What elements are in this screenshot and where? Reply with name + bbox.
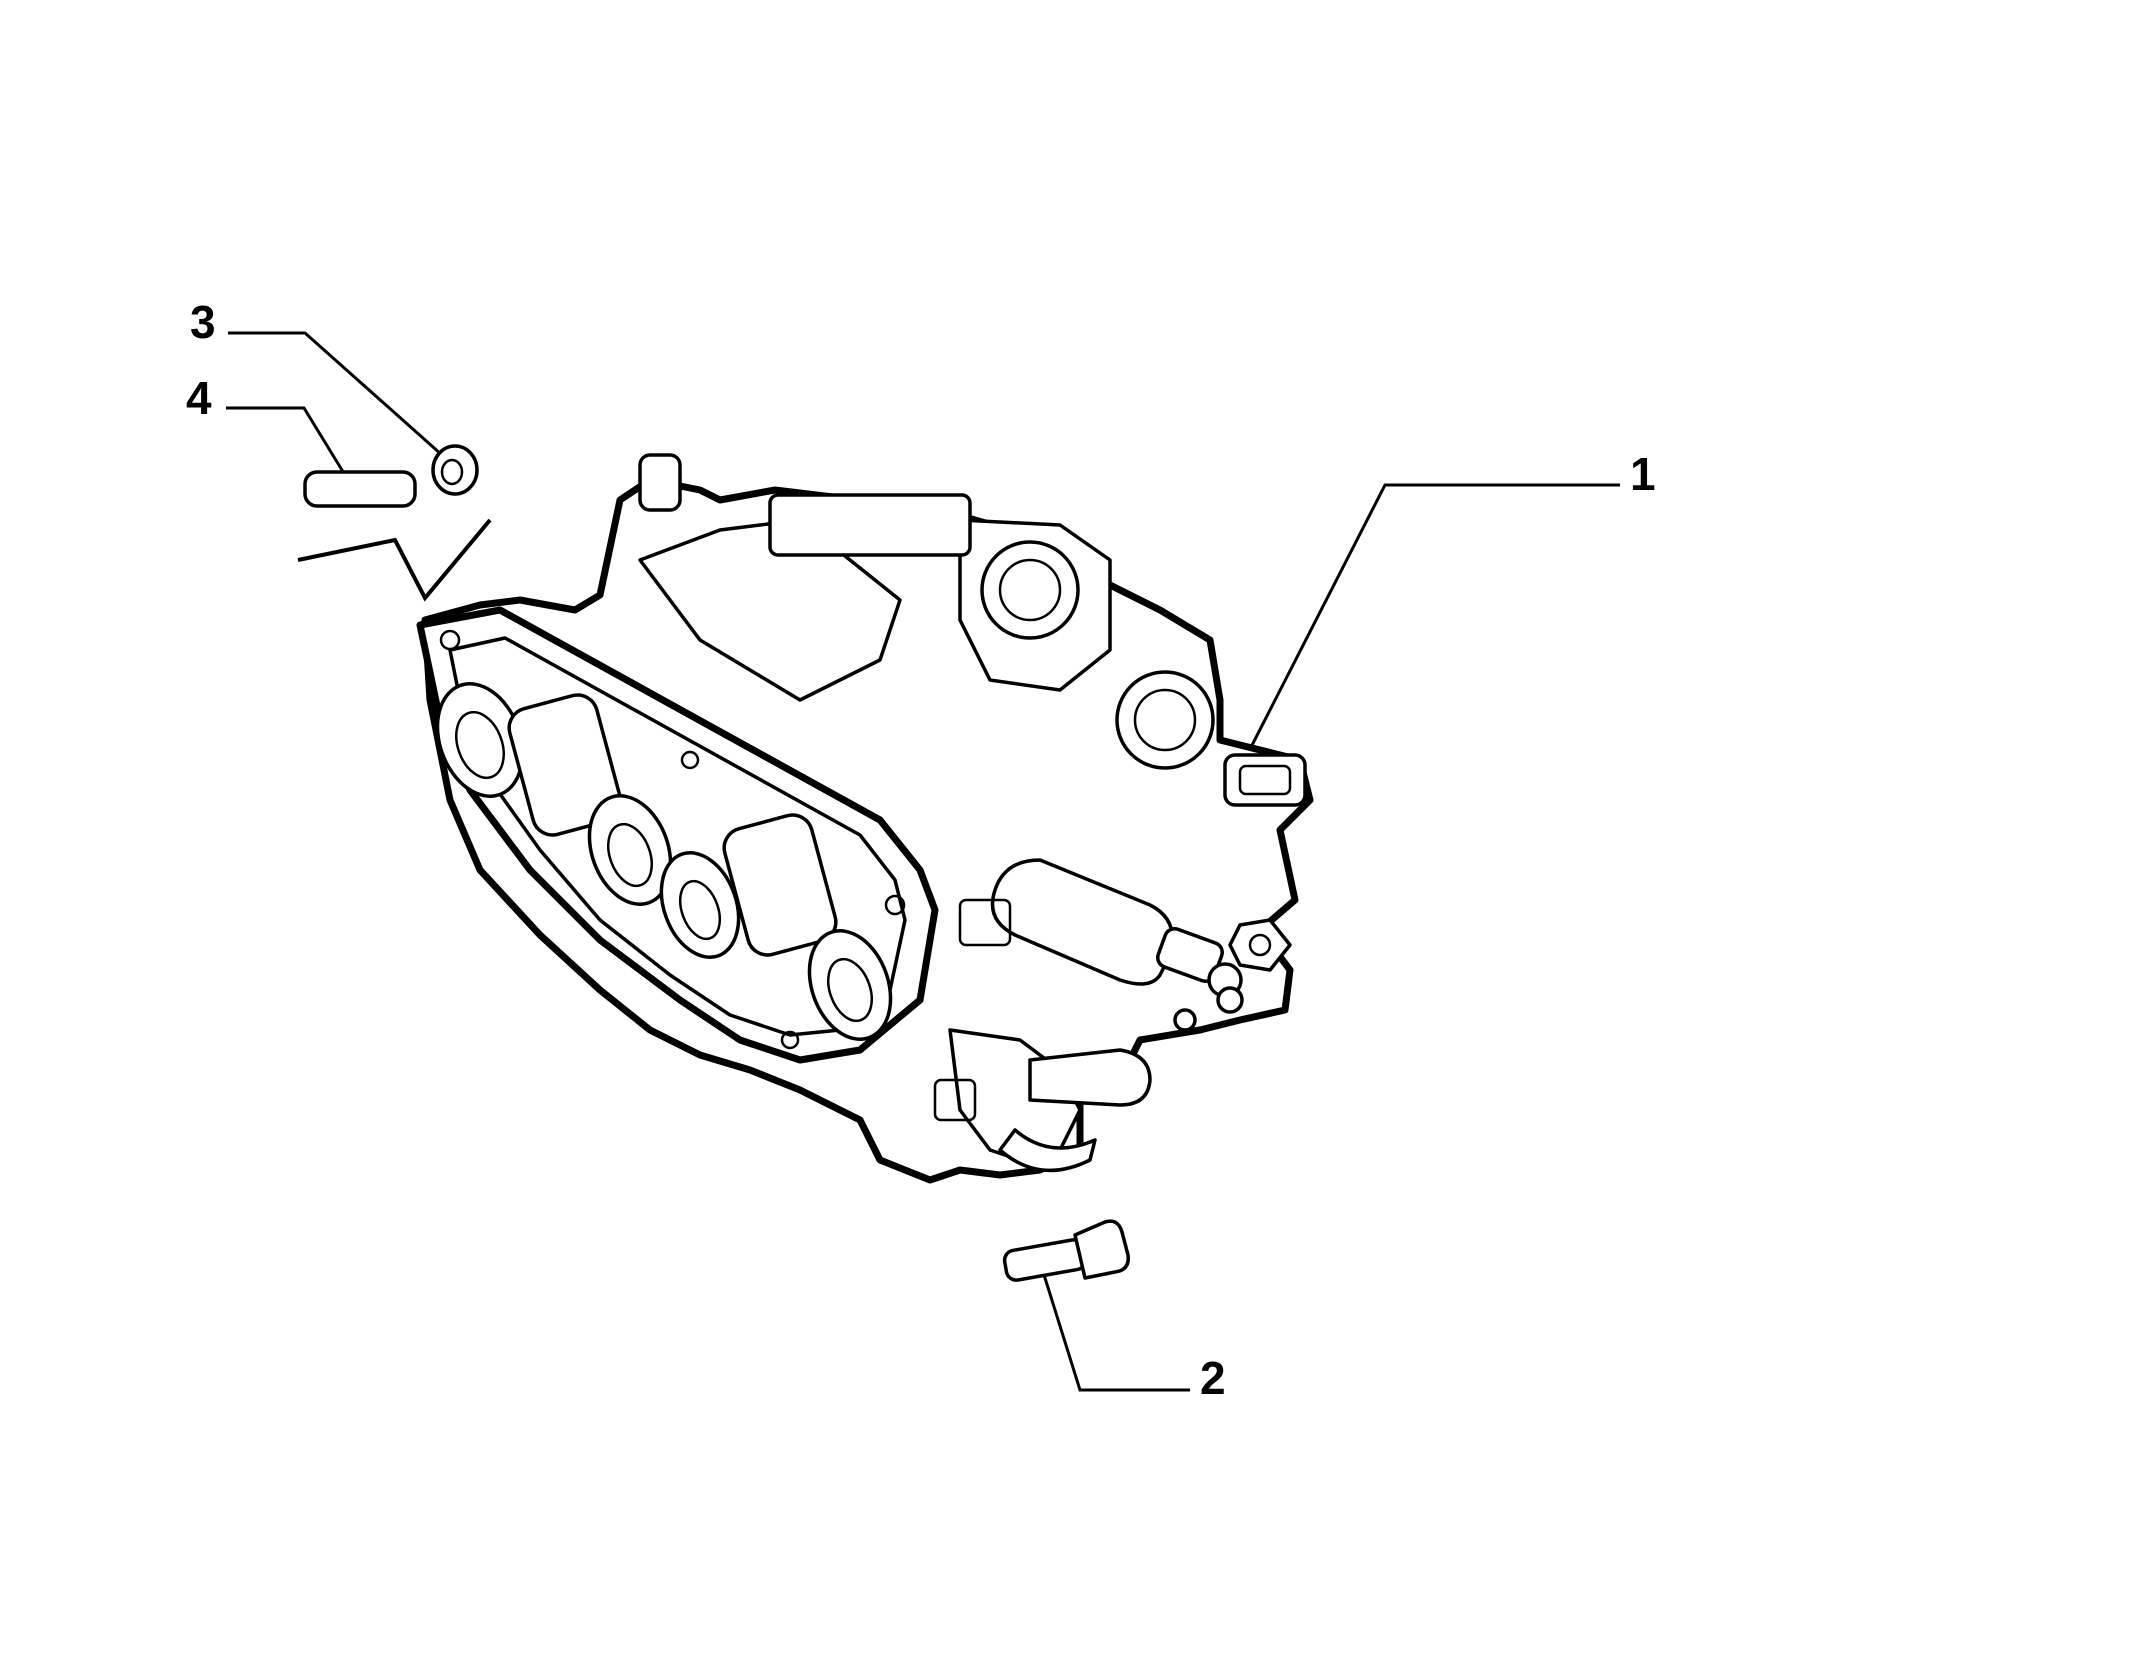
intake-manifold-part-1 bbox=[416, 453, 1314, 1184]
leader-line-4 bbox=[226, 406, 347, 476]
separator-bracket bbox=[297, 518, 492, 602]
bolt-part-2 bbox=[1002, 1219, 1130, 1282]
callout-number-4: 4 bbox=[186, 372, 212, 424]
stud-part-4 bbox=[303, 470, 417, 508]
leader-line-2 bbox=[1038, 1261, 1190, 1392]
callout-number-3: 3 bbox=[190, 296, 216, 348]
callout-number-2: 2 bbox=[1200, 1352, 1226, 1404]
callout-number-1: 1 bbox=[1630, 448, 1656, 500]
nut-part-3 bbox=[431, 444, 479, 496]
leader-line-3 bbox=[228, 331, 443, 457]
